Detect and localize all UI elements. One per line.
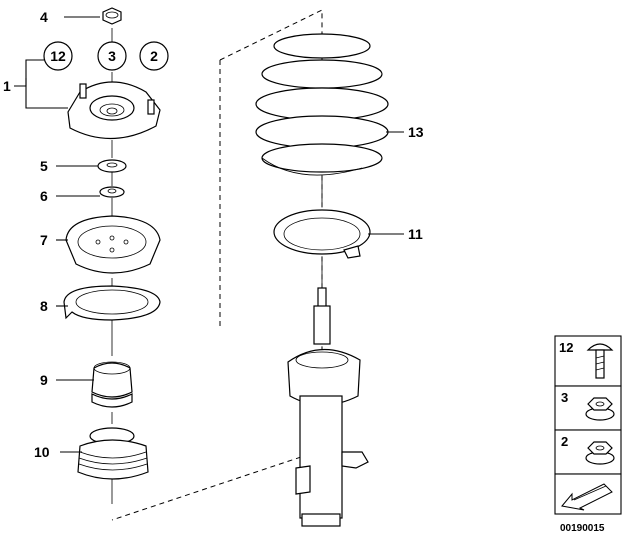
- callout-8: 8: [40, 298, 48, 314]
- bolt-icon: [586, 343, 614, 379]
- spring-pad-part: [63, 285, 161, 321]
- circled-callout-2: 2: [150, 48, 158, 64]
- protective-boot-part: [77, 427, 149, 480]
- callout-5: 5: [40, 158, 48, 174]
- document-number: 00190015: [560, 523, 605, 534]
- callout-6: 6: [40, 188, 48, 204]
- callout-4: 4: [40, 9, 48, 25]
- legend-label-3: 3: [561, 390, 568, 405]
- flange-nut-icon: [585, 397, 615, 421]
- circled-callouts: 12 3 2: [43, 41, 169, 71]
- spring-seat-part: [273, 209, 371, 259]
- shock-absorber-part: [287, 287, 369, 527]
- hex-nut-icon: [585, 441, 615, 465]
- circled-callout-12: 12: [50, 48, 66, 64]
- coil-spring-part: [255, 33, 389, 176]
- direction-arrow-icon: [561, 483, 613, 511]
- callout-11: 11: [408, 226, 423, 242]
- callout-labels: 4 1 5 6 7 8 9 10 13 11: [3, 9, 424, 460]
- small-washer-part: [99, 186, 125, 198]
- nut-part: [102, 7, 122, 25]
- legend-label-12: 12: [559, 340, 573, 355]
- center-axis: [111, 28, 323, 504]
- leader-lines: [14, 16, 404, 453]
- washer-part: [97, 159, 127, 173]
- spring-support-part: [65, 215, 161, 274]
- legend-label-2: 2: [561, 434, 568, 449]
- legend-panel: 12 3 2: [554, 335, 622, 515]
- callout-13: 13: [408, 124, 424, 140]
- callout-9: 9: [40, 372, 48, 388]
- support-bearing-part: [67, 81, 161, 140]
- circled-callout-3: 3: [108, 48, 116, 64]
- callout-1: 1: [3, 78, 11, 94]
- bump-stop-part: [91, 361, 133, 408]
- callout-10: 10: [34, 444, 50, 460]
- callout-7: 7: [40, 232, 48, 248]
